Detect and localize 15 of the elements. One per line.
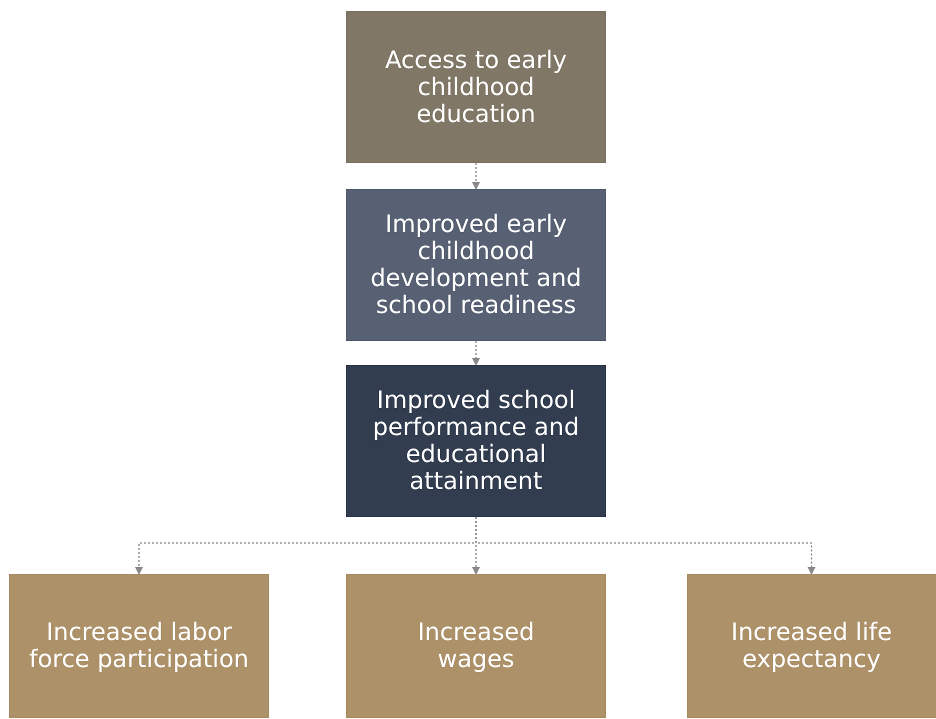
- process-box: [346, 365, 606, 517]
- process-box: [687, 574, 936, 718]
- box-label: Improved early childhood development and school readiness: [369, 211, 583, 319]
- box-label: Improved school performance and educational attainment: [372, 387, 580, 495]
- arrow: [475, 517, 816, 575]
- box-label: Increased wages: [416, 619, 536, 673]
- box-label: Increased labor force participation: [28, 619, 250, 673]
- process-box: [346, 574, 606, 718]
- process-box: [346, 11, 606, 163]
- box-label: Increased life expectancy: [730, 619, 893, 673]
- arrow: [472, 163, 480, 190]
- box-label: Access to early childhood education: [384, 46, 568, 128]
- process-box: [9, 574, 269, 718]
- arrow: [472, 341, 480, 366]
- process-box: [346, 189, 606, 341]
